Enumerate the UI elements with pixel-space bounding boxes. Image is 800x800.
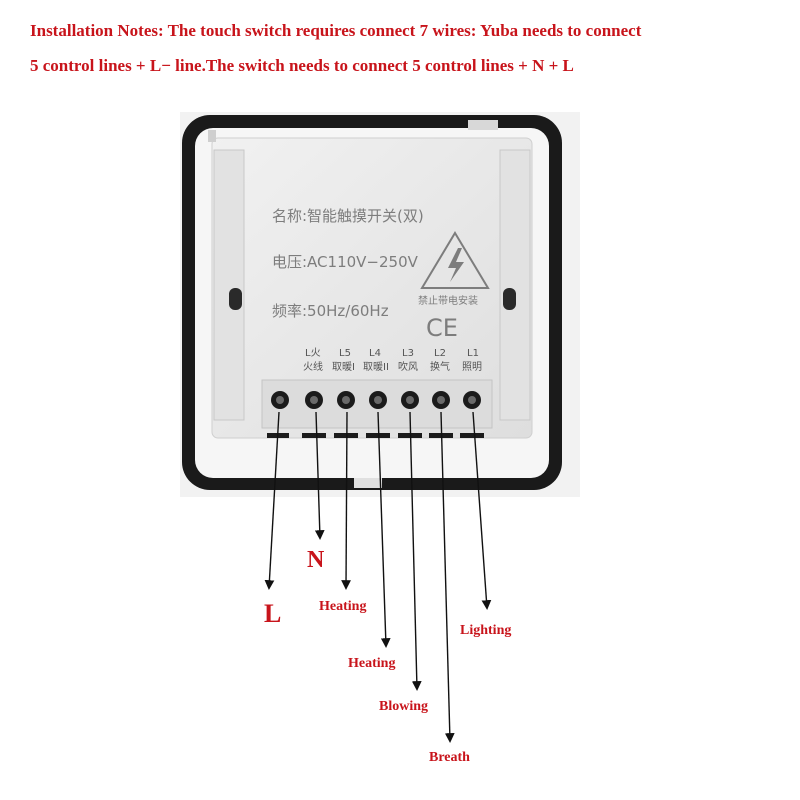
left-side-rail — [213, 149, 245, 421]
warning-triangle-icon — [420, 231, 490, 289]
top-right-tab — [468, 120, 498, 130]
terminal-screw-l1b — [463, 391, 481, 409]
installation-note-line-2: 5 control lines + L− line.The switch nee… — [30, 56, 574, 75]
wire-n — [314, 411, 325, 540]
right-mounting-slot — [503, 288, 516, 310]
label-heating-2: Heating — [348, 656, 395, 671]
device-name-text: 名称:智能触摸开关(双) — [272, 207, 424, 225]
terminal-desc-l3: 吹风 — [398, 360, 418, 373]
top-left-tab — [208, 130, 216, 142]
terminal-code-l1: L1 — [467, 348, 479, 359]
terminal-screw-l1a — [432, 391, 450, 409]
wire-lighting — [472, 411, 492, 610]
terminal-desc-l: 火线 — [303, 360, 323, 373]
warning-text: 禁止带电安装 — [418, 294, 478, 307]
device-frequency-text: 频率:50Hz/60Hz — [272, 302, 389, 320]
terminal-code-l: L火 — [305, 347, 321, 359]
terminal-desc-l1: 照明 — [462, 361, 482, 373]
right-side-rail — [499, 149, 531, 421]
label-l: L — [264, 599, 281, 628]
terminal-code-l4: L4 — [369, 348, 381, 359]
terminal-screws — [271, 391, 481, 409]
terminal-code-l3: L3 — [402, 348, 414, 359]
wire-l — [264, 411, 280, 590]
label-breath: Breath — [429, 750, 470, 765]
wire-heating-2 — [377, 411, 391, 648]
terminal-screw-l — [271, 391, 289, 409]
terminal-labels: L火 火线 L5 取暖I L4 取暖II L3 吹风 L2 换气 L1 照明 — [303, 347, 482, 373]
terminal-code-l2: L2 — [434, 348, 446, 359]
terminal-screw-l3 — [369, 391, 387, 409]
left-mounting-slot — [229, 288, 242, 310]
label-blowing: Blowing — [379, 699, 428, 714]
device-voltage-text: 电压:AC110V−250V — [272, 253, 419, 271]
ce-mark: CE — [426, 314, 458, 342]
terminal-screw-l4 — [337, 391, 355, 409]
wire-heating-1 — [341, 411, 351, 590]
terminal-desc-l4: 取暖II — [363, 360, 389, 373]
terminal-code-l5: L5 — [339, 348, 351, 359]
label-n: N — [307, 547, 325, 573]
wire-breath — [440, 411, 455, 743]
terminal-screw-l5 — [305, 391, 323, 409]
label-lighting: Lighting — [460, 623, 511, 638]
bottom-tab — [354, 478, 382, 488]
wire-blowing — [409, 411, 422, 691]
terminal-desc-l5: 取暖I — [332, 360, 355, 373]
terminal-screw-l2 — [401, 391, 419, 409]
wire-arrows — [264, 411, 492, 743]
terminal-desc-l2: 换气 — [430, 360, 450, 373]
label-heating-1: Heating — [319, 599, 366, 614]
installation-note-line-1: Installation Notes: The touch switch req… — [30, 21, 642, 40]
